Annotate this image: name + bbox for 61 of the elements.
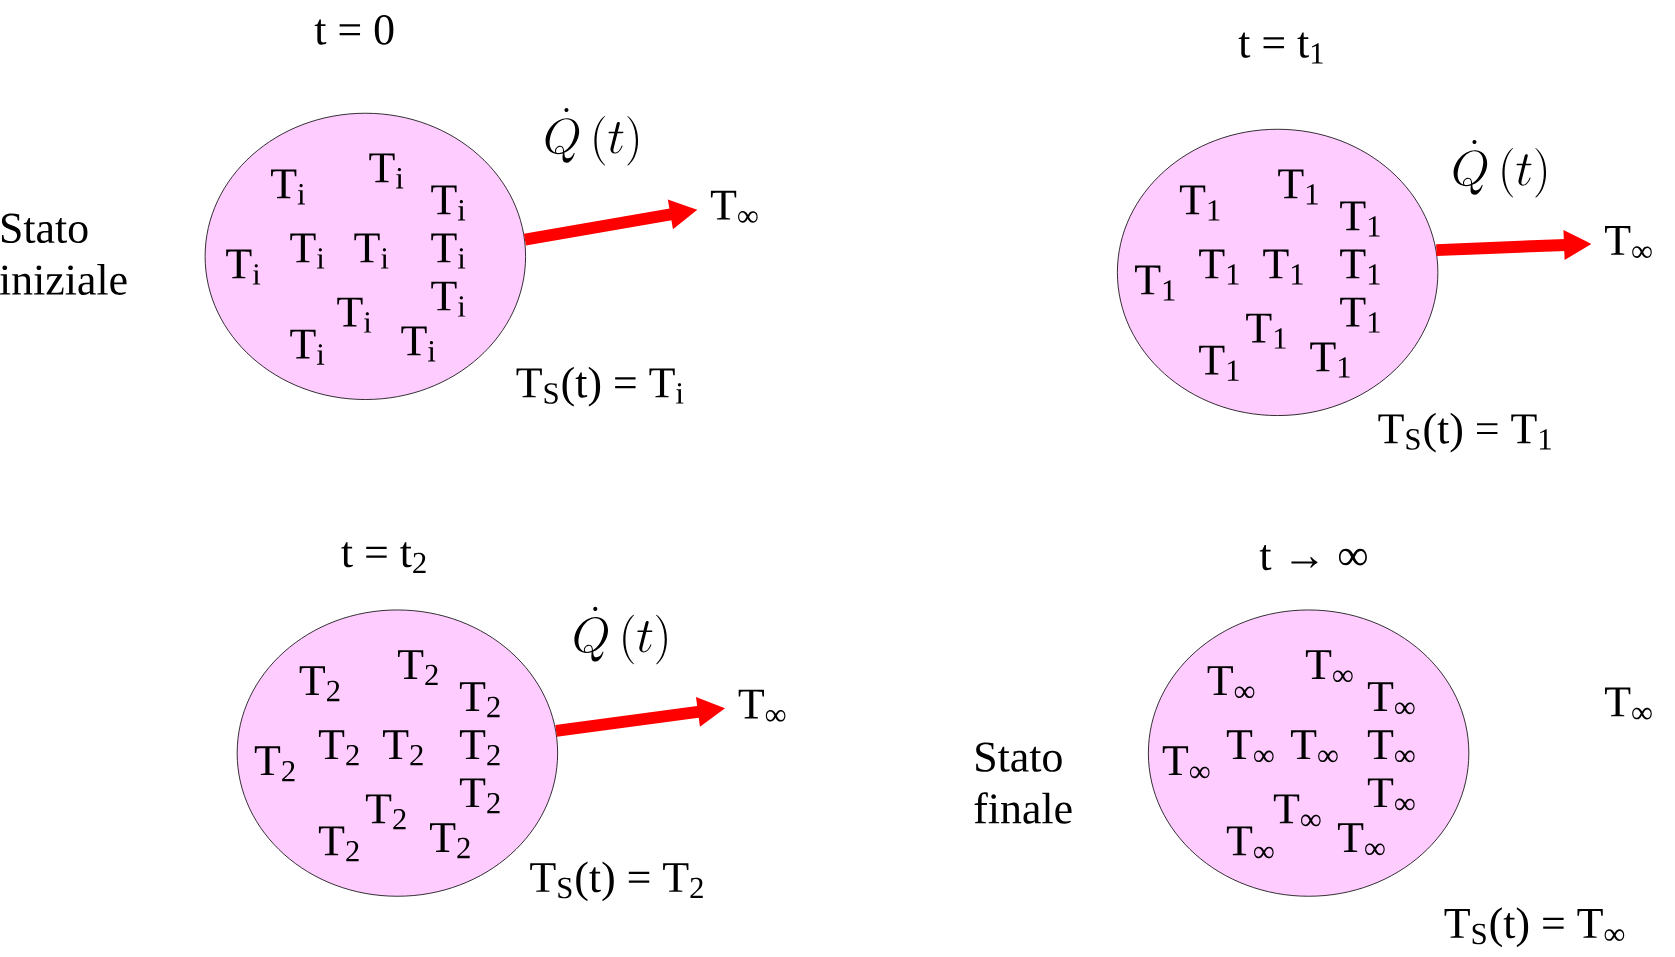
temperature-label: T$_{∞}$ bbox=[710, 190, 758, 223]
temperature-label: T$_{i}$ bbox=[290, 233, 325, 269]
temperature-label: T$_{2}$ bbox=[398, 650, 438, 686]
temperature-label: T$_{1}$ bbox=[1199, 345, 1239, 381]
side-label: t = 0 bbox=[314, 15, 394, 45]
temperature-label: T$_{∞}$ bbox=[1337, 823, 1385, 856]
temperature-label: T$_{∞}$ bbox=[1605, 226, 1652, 258]
temperature-label: T$_{2}$ bbox=[299, 666, 340, 702]
temperature-label: T$_{2}$ bbox=[383, 730, 423, 766]
temperature-label: T$_{∞}$ bbox=[1207, 666, 1255, 699]
side-label: Stato finale bbox=[974, 742, 1072, 824]
temperature-label: T$_{1}$ bbox=[1340, 201, 1380, 237]
temperature-label: T$_{2}$ bbox=[318, 826, 359, 862]
temperature-label: T$_{∞}$ bbox=[1305, 650, 1353, 682]
temperature-label: T$_{∞}$ bbox=[1367, 682, 1415, 715]
temperature-label: T$_{2}$ bbox=[365, 794, 406, 830]
temperature-label: T$_{i}$ bbox=[337, 297, 372, 333]
temperature-label: T$_{∞}$ bbox=[1367, 730, 1415, 763]
side-label: t = t$_{2}$ bbox=[341, 542, 426, 573]
temperature-label: T$_{1}$ bbox=[1199, 249, 1239, 285]
side-label: Stato iniziale bbox=[0, 213, 127, 295]
temperature-label: T$_{i}$ bbox=[431, 281, 466, 317]
temperature-label: T$_{∞}$ bbox=[1367, 778, 1415, 811]
temperature-label: T$_{i}$ bbox=[271, 169, 305, 205]
side-label: t → ∞ bbox=[1259, 545, 1367, 571]
temperature-label: T$_{2}$ bbox=[459, 730, 500, 766]
temperature-label: T$_{∞}$ bbox=[1226, 730, 1274, 763]
temperature-label: T$_{1}$ bbox=[1310, 342, 1350, 378]
temperature-label: T$_{1}$ bbox=[1263, 249, 1303, 285]
temperature-label: T$_{∞}$ bbox=[1290, 730, 1338, 763]
temperature-label: T$_{i}$ bbox=[290, 329, 325, 365]
temperature-label: T$_{i}$ bbox=[431, 233, 466, 269]
temperature-label: T$_{i}$ bbox=[401, 326, 436, 362]
temperature-label: T$_{∞}$ bbox=[1273, 794, 1321, 827]
side-label: T$_{S}$(t) = T$_{i}$ bbox=[516, 366, 684, 407]
heat-flow-label: $\dot{Q}\left(t\right)$ bbox=[545, 107, 639, 166]
temperature-label: T$_{1}$ bbox=[1135, 265, 1175, 301]
temperature-label: T$_{∞}$ bbox=[1605, 687, 1652, 720]
temperature-label: T$_{1}$ bbox=[1340, 249, 1380, 285]
side-label: t = t$_{1}$ bbox=[1238, 32, 1323, 64]
heat-flow-label: $\dot{Q}\left(t\right)$ bbox=[1453, 139, 1547, 198]
temperature-label: T$_{2}$ bbox=[318, 730, 359, 766]
temperature-label: T$_{∞}$ bbox=[1162, 746, 1210, 779]
temperature-label: T$_{1}$ bbox=[1179, 185, 1220, 221]
temperature-label: T$_{i}$ bbox=[431, 185, 466, 221]
temperature-label: T$_{i}$ bbox=[226, 249, 261, 285]
side-label: T$_{S}$(t) = T$_{2}$ bbox=[530, 861, 703, 902]
temperature-label: T$_{2}$ bbox=[459, 682, 500, 718]
temperature-label: T$_{2}$ bbox=[254, 746, 295, 782]
temperature-label: T$_{i}$ bbox=[354, 233, 389, 269]
temperature-label: T$_{1}$ bbox=[1340, 297, 1380, 333]
temperature-label: T$_{i}$ bbox=[369, 153, 404, 189]
temperature-label: T$_{∞}$ bbox=[1226, 826, 1274, 859]
temperature-label: T$_{1}$ bbox=[1246, 313, 1286, 349]
temperature-label: T$_{2}$ bbox=[430, 823, 470, 859]
temperature-label: T$_{2}$ bbox=[459, 778, 500, 814]
heat-flow-label: $\dot{Q}\left(t\right)$ bbox=[574, 606, 667, 665]
side-label: T$_{S}$(t) = T$_{1}$ bbox=[1378, 412, 1551, 453]
side-label: T$_{S}$(t) = T$_{∞}$ bbox=[1444, 907, 1625, 948]
temperature-label: T$_{∞}$ bbox=[738, 689, 786, 722]
temperature-label: T$_{1}$ bbox=[1278, 169, 1318, 205]
